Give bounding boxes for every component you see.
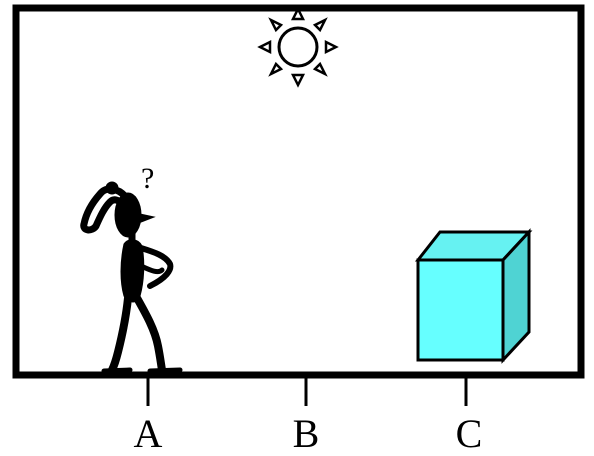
position-label-a: A [133,411,163,456]
question-mark-icon: ? [141,162,154,195]
position-label-c: C [455,411,483,456]
cube-icon [414,228,533,364]
position-label-b: B [292,411,320,456]
sun-icon [257,6,339,88]
thinking-person-icon [80,181,183,374]
